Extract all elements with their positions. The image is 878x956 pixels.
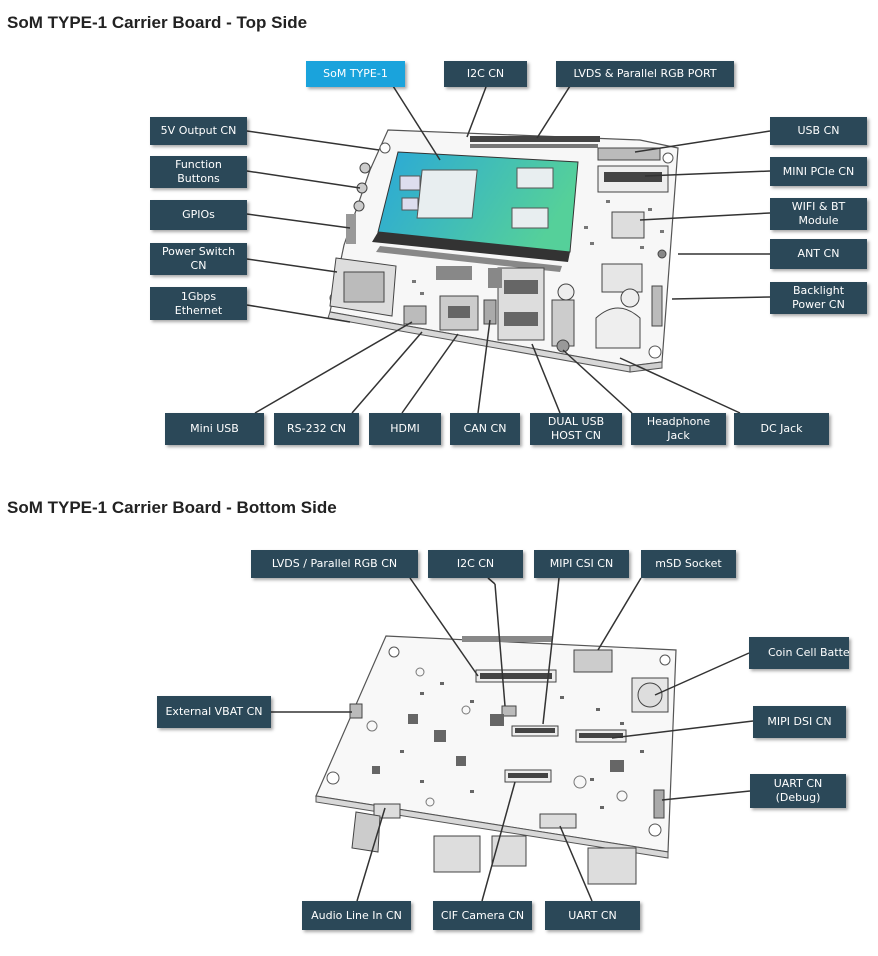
label-lvds-parallel-rgb-port: LVDS & Parallel RGB PORT <box>556 61 734 87</box>
label-mipi-dsi-cn: MIPI DSI CN <box>753 706 846 738</box>
label-mini-usb: Mini USB <box>165 413 264 445</box>
label-dual-usb-host-cn: DUAL USB HOST CN <box>530 413 622 445</box>
label-lvds-parallel-rgb-cn: LVDS / Parallel RGB CN <box>251 550 418 578</box>
label-i2c-cn-bottom: I2C CN <box>428 550 523 578</box>
label-dc-jack: DC Jack <box>734 413 829 445</box>
label-headphone-jack: Headphone Jack <box>631 413 726 445</box>
label-som-type1: SoM TYPE-1 <box>306 61 405 87</box>
label-rs232-cn: RS-232 CN <box>274 413 359 445</box>
label-external-vbat-cn: External VBAT CN <box>157 696 271 728</box>
label-mipi-csi-cn: MIPI CSI CN <box>534 550 629 578</box>
label-msd-socket: mSD Socket <box>641 550 736 578</box>
top-leader-lines <box>246 85 771 414</box>
label-gpios: GPIOs <box>150 200 247 230</box>
label-function-buttons: Function Buttons <box>150 156 247 188</box>
label-coin-cell-battery: Coin Cell Battery <box>749 637 849 669</box>
top-board-illustration <box>327 129 679 373</box>
label-usb-cn: USB CN <box>770 117 867 145</box>
label-uart-cn-debug: UART CN (Debug) <box>750 774 846 808</box>
label-wifi-bt-module: WIFI & BT Module <box>770 198 867 230</box>
label-hdmi: HDMI <box>369 413 441 445</box>
label-cif-camera-cn: CIF Camera CN <box>433 901 532 930</box>
label-can-cn: CAN CN <box>450 413 520 445</box>
label-uart-cn: UART CN <box>545 901 640 930</box>
bottom-board-illustration <box>315 635 677 885</box>
bottom-side-title: SoM TYPE-1 Carrier Board - Bottom Side <box>7 498 337 517</box>
top-side-title: SoM TYPE-1 Carrier Board - Top Side <box>7 13 308 32</box>
label-5v-output-cn: 5V Output CN <box>150 117 247 145</box>
label-backlight-power-cn: Backlight Power CN <box>770 282 867 314</box>
label-mini-pcie-cn: MINI PCIe CN <box>770 157 867 186</box>
label-power-switch-cn: Power Switch CN <box>150 243 247 275</box>
label-audio-line-in-cn: Audio Line In CN <box>302 901 411 930</box>
label-ant-cn: ANT CN <box>770 239 867 269</box>
label-1gbps-ethernet: 1Gbps Ethernet <box>150 287 247 320</box>
label-i2c-cn-top: I2C CN <box>444 61 527 87</box>
